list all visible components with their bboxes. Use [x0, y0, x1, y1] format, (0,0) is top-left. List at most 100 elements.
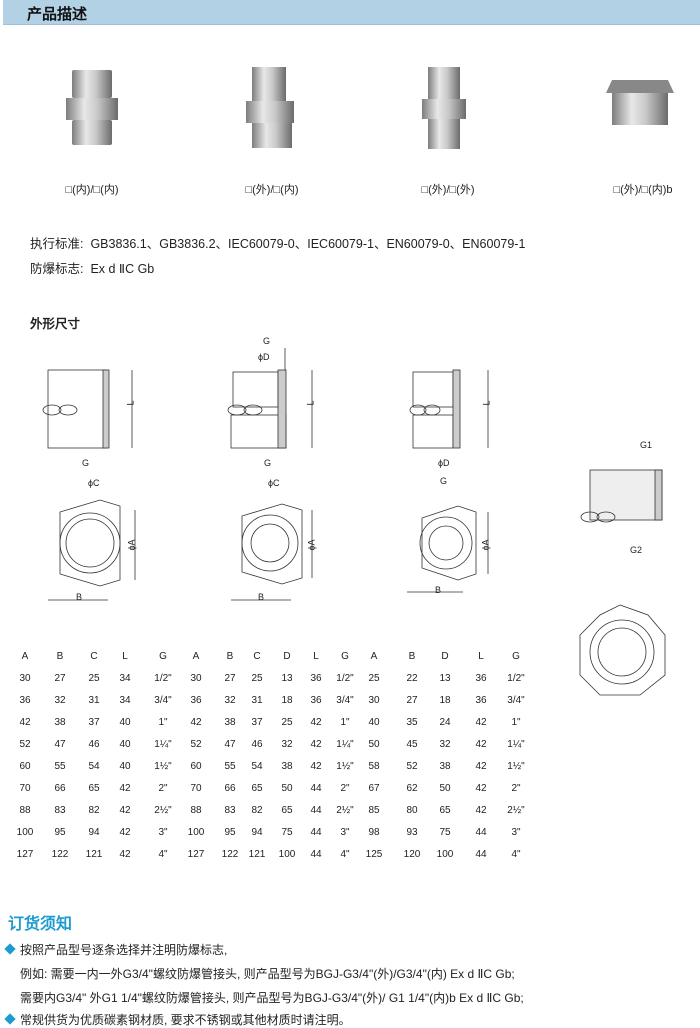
order-line-2: 例如: 需要一内一外G3/4"螺纹防爆管接头, 则产品型号为BGJ-G3/4"(… [20, 967, 515, 981]
table-cell: 83 [54, 805, 66, 816]
table-cell: 44 [475, 827, 487, 838]
table-cell: 44 [310, 805, 322, 816]
drawing-outer-inner [227, 348, 313, 601]
order-line-text: 常规供货为优质碳素钢材质, 要求不锈钢或其他材质时请注明。 [20, 1013, 351, 1027]
dim-label-c: ϕC [268, 478, 280, 488]
table-cell: 37 [88, 717, 100, 728]
table-cell: 42 [475, 761, 487, 772]
product-photos [66, 67, 674, 149]
table-cell: 95 [224, 827, 236, 838]
drawing-outer-outer [407, 369, 489, 593]
table-cell: 40 [119, 761, 131, 772]
table-cell: 67 [368, 783, 380, 794]
table-cell: 30 [190, 673, 202, 684]
table-header-cell: C [90, 651, 98, 662]
table-cell: 82 [251, 805, 263, 816]
table-cell: 25 [368, 673, 380, 684]
table-cell: 3" [511, 827, 521, 838]
table-cell: 50 [439, 783, 451, 794]
table-header-cell: G [341, 651, 349, 662]
dim-label-g: G [440, 476, 448, 486]
table-cell: 4" [158, 849, 168, 860]
dim-label-l: L [125, 400, 136, 406]
table-cell: 31 [88, 695, 100, 706]
table-cell: 2" [340, 783, 350, 794]
table-cell: 42 [119, 827, 131, 838]
table-cell: 3/4" [154, 695, 172, 706]
table-cell: 1/2" [154, 673, 172, 684]
table-cell: 1½" [336, 761, 354, 772]
dim-label-b: B [435, 585, 442, 595]
table-cell: 32 [439, 739, 451, 750]
table-cell: 38 [224, 717, 236, 728]
table-cell: 40 [368, 717, 380, 728]
dim-label-a: ϕA [126, 539, 137, 551]
table-cell: 1" [340, 717, 350, 728]
table-cell: 55 [224, 761, 236, 772]
table-cell: 52 [406, 761, 418, 772]
table-cell: 44 [310, 783, 322, 794]
table-cell: 36 [475, 695, 487, 706]
table-cell: 2½" [154, 805, 172, 816]
table-cell: 42 [119, 805, 131, 816]
table-cell: 25 [251, 673, 263, 684]
table-cell: 36 [475, 673, 487, 684]
table-cell: 42 [475, 717, 487, 728]
table-cell: 36 [19, 695, 31, 706]
table-cell: 65 [439, 805, 451, 816]
table-cell: 121 [85, 849, 103, 860]
table-cell: 54 [251, 761, 263, 772]
table-cell: 100 [187, 827, 205, 838]
table-cell: 95 [54, 827, 66, 838]
table-cell: 82 [88, 805, 100, 816]
table-cell: 32 [224, 695, 236, 706]
table-cell: 42 [475, 783, 487, 794]
table-header-cell: G [512, 651, 520, 662]
table-cell: 122 [221, 849, 239, 860]
table-cell: 22 [406, 673, 418, 684]
table-header-cell: L [122, 651, 128, 662]
table-cell: 25 [88, 673, 100, 684]
dim-label-d: ϕD [438, 458, 450, 468]
table-cell: 1/2" [336, 673, 354, 684]
table-cell: 24 [439, 717, 451, 728]
table-cell: 70 [190, 783, 202, 794]
table-cell: 1½" [507, 761, 525, 772]
order-line-3: 需要内G3/4" 外G1 1/4"螺纹防爆管接头, 则产品型号为BGJ-G3/4… [20, 991, 524, 1005]
order-notice-title: 订货须知 [8, 916, 73, 933]
table-cell: 30 [368, 695, 380, 706]
table-cell: 52 [190, 739, 202, 750]
table-cell: 42 [475, 805, 487, 816]
table-cell: 3" [340, 827, 350, 838]
order-line-1: 按照产品型号逐条选择并注明防爆标志, [4, 941, 227, 958]
table-header-cell: A [370, 651, 378, 662]
order-line-4: 常规供货为优质碳素钢材质, 要求不锈钢或其他材质时请注明。 [4, 1011, 351, 1028]
table-cell: 46 [251, 739, 263, 750]
table-cell: 42 [19, 717, 31, 728]
table-cell: 80 [406, 805, 418, 816]
dim-label-c: ϕC [88, 478, 100, 488]
table-cell: 1¼" [507, 739, 525, 750]
table-cell: 38 [281, 761, 293, 772]
table-cell: 66 [54, 783, 66, 794]
table-cell: 65 [251, 783, 263, 794]
table-cell: 38 [54, 717, 66, 728]
table-cell: 40 [119, 717, 131, 728]
table-cell: 3/4" [507, 695, 525, 706]
table-cell: 121 [248, 849, 266, 860]
table-cell: 42 [190, 717, 202, 728]
ex-mark-line: 防爆标志: Ex d ⅡC Gb [30, 258, 154, 277]
dim-label-l: L [481, 400, 492, 406]
table-cell: 98 [368, 827, 380, 838]
table-cell: 1¼" [154, 739, 172, 750]
table-cell: 46 [88, 739, 100, 750]
table-cell: 55 [54, 761, 66, 772]
table-cell: 88 [19, 805, 31, 816]
product-label-3: □(外)/□(外) [421, 184, 475, 196]
table-cell: 27 [224, 673, 236, 684]
table-cell: 125 [365, 849, 383, 860]
table-cell: 42 [310, 761, 322, 772]
product-image-1 [66, 70, 118, 145]
table-cell: 1" [158, 717, 168, 728]
standards-label: 执行标准: [30, 237, 84, 251]
